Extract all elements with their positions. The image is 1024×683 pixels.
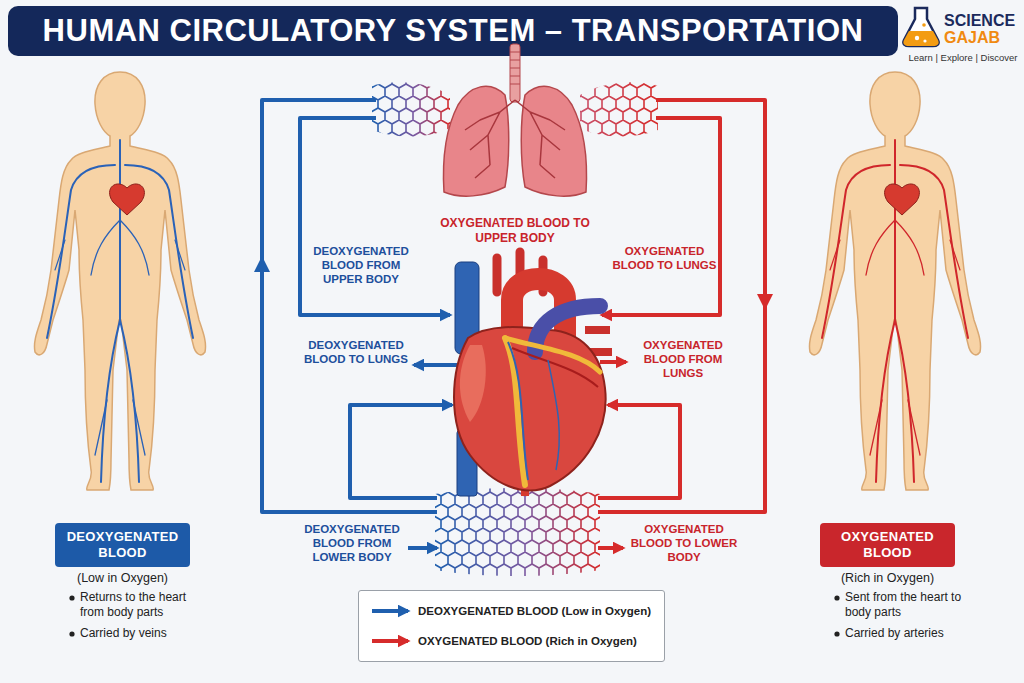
flow-arrow-up bbox=[254, 256, 270, 272]
vessel-arrow bbox=[600, 360, 626, 364]
trachea bbox=[510, 44, 520, 102]
small-heart bbox=[110, 184, 145, 215]
color-key-band: DEOXYGENATED BLOOD bbox=[55, 523, 190, 567]
legend-box bbox=[358, 590, 665, 662]
vein bbox=[91, 220, 120, 275]
flow-arrow-down bbox=[757, 294, 773, 310]
artery bbox=[908, 400, 920, 455]
heart bbox=[454, 252, 612, 496]
vessel-arrow bbox=[414, 363, 458, 367]
logo-text: GAJAB bbox=[944, 28, 1022, 48]
red-loops bbox=[598, 100, 765, 548]
vessel-arrow bbox=[408, 546, 437, 550]
title-text: HUMAN CIRCULATORY SYSTEM – TRANSPORTATIO… bbox=[8, 6, 898, 56]
fat-line bbox=[505, 338, 600, 372]
logo-text: SCIENCE bbox=[944, 11, 1022, 31]
body-figure-arteries bbox=[809, 72, 980, 490]
vein-network bbox=[47, 140, 193, 482]
artery bbox=[895, 220, 924, 275]
flow-label: DEOXYGENATED BLOOD TO LUNGS bbox=[302, 338, 410, 366]
bubble bbox=[923, 39, 926, 42]
flow-label: OXYGENATED BLOOD TO UPPER BODY bbox=[430, 216, 600, 245]
vessel-arrow bbox=[598, 546, 623, 550]
vessel-line bbox=[350, 405, 452, 498]
artery-network bbox=[822, 140, 968, 482]
trachea-ring bbox=[510, 52, 520, 84]
artery bbox=[830, 240, 840, 270]
body-silhouette bbox=[34, 72, 205, 490]
legend-text: DEOXYGENATED BLOOD (Low in Oxygen) bbox=[418, 604, 662, 618]
bullet-text: Sent from the heart to body parts bbox=[845, 590, 970, 619]
capillary-net bbox=[372, 82, 450, 136]
vein bbox=[95, 400, 107, 455]
artery bbox=[894, 140, 896, 320]
pulmonary-artery bbox=[535, 306, 600, 352]
vessel-line bbox=[598, 405, 680, 498]
artery bbox=[876, 320, 895, 482]
band-heading: OXYGENATED BLOOD bbox=[826, 529, 949, 560]
vessel-line bbox=[602, 118, 720, 315]
coronary-artery bbox=[512, 348, 598, 387]
body-figure-veins bbox=[34, 72, 205, 490]
artery bbox=[870, 400, 882, 455]
legend-text: OXYGENATED BLOOD (Rich in Oxygen) bbox=[418, 634, 662, 648]
note-text: (Rich in Oxygen) bbox=[810, 571, 965, 586]
vein bbox=[133, 400, 145, 455]
vein bbox=[47, 165, 115, 338]
coronary-vein bbox=[508, 342, 528, 480]
flow-label: OXYGENATED BLOOD TO LUNGS bbox=[612, 244, 717, 272]
vein bbox=[119, 140, 121, 320]
vein bbox=[101, 320, 120, 482]
bubble bbox=[915, 36, 919, 40]
artery bbox=[895, 320, 914, 482]
left-lung bbox=[444, 86, 509, 196]
flow-label: DEOXYGENATED BLOOD FROM UPPER BODY bbox=[305, 244, 417, 286]
blue-loops bbox=[262, 100, 458, 548]
title-banner bbox=[8, 6, 898, 56]
note-text: (Low in Oxygen) bbox=[45, 571, 200, 586]
legend-arrow-sample bbox=[372, 639, 408, 643]
bullet-text: Returns to the heart from body parts bbox=[80, 590, 205, 619]
body-silhouette bbox=[809, 72, 980, 490]
artery bbox=[822, 165, 890, 338]
vein bbox=[175, 240, 185, 270]
legend-arrow-sample bbox=[372, 609, 408, 613]
vein bbox=[120, 220, 149, 275]
vessel-line bbox=[598, 100, 765, 512]
flow-label: OXYGENATED BLOOD TO LOWER BODY bbox=[625, 522, 743, 564]
vein bbox=[55, 240, 65, 270]
bullet bbox=[69, 631, 74, 636]
capillary-net bbox=[580, 82, 658, 136]
right-lung bbox=[521, 86, 586, 196]
bullet-text: Carried by arteries bbox=[845, 626, 970, 641]
bullet bbox=[834, 595, 839, 600]
flow-label: DEOXYGENATED BLOOD FROM LOWER BODY bbox=[298, 522, 406, 564]
logo-flask bbox=[903, 8, 938, 46]
flask-outline bbox=[903, 8, 938, 46]
bullet-text: Carried by veins bbox=[80, 626, 205, 641]
flow-label: OXYGENATED BLOOD FROM LUNGS bbox=[628, 338, 738, 380]
coronary-vein bbox=[548, 360, 559, 470]
bubble bbox=[922, 23, 926, 27]
flask-liquid bbox=[903, 31, 938, 46]
artery bbox=[866, 220, 895, 275]
bronchi bbox=[515, 100, 565, 178]
lungs bbox=[444, 44, 587, 196]
logo-tagline: Learn | Explore | Discover bbox=[902, 52, 1024, 64]
vein bbox=[120, 320, 139, 482]
bronchi bbox=[465, 100, 515, 178]
vessel-line bbox=[300, 118, 450, 315]
atrium-highlight bbox=[460, 345, 486, 422]
capillary-net bbox=[435, 488, 600, 576]
small-heart bbox=[885, 184, 920, 215]
artery bbox=[950, 240, 960, 270]
bullet bbox=[834, 631, 839, 636]
color-key-band: OXYGENATED BLOOD bbox=[820, 523, 955, 567]
band-heading: DEOXYGENATED BLOOD bbox=[61, 529, 184, 560]
bullet bbox=[69, 595, 74, 600]
